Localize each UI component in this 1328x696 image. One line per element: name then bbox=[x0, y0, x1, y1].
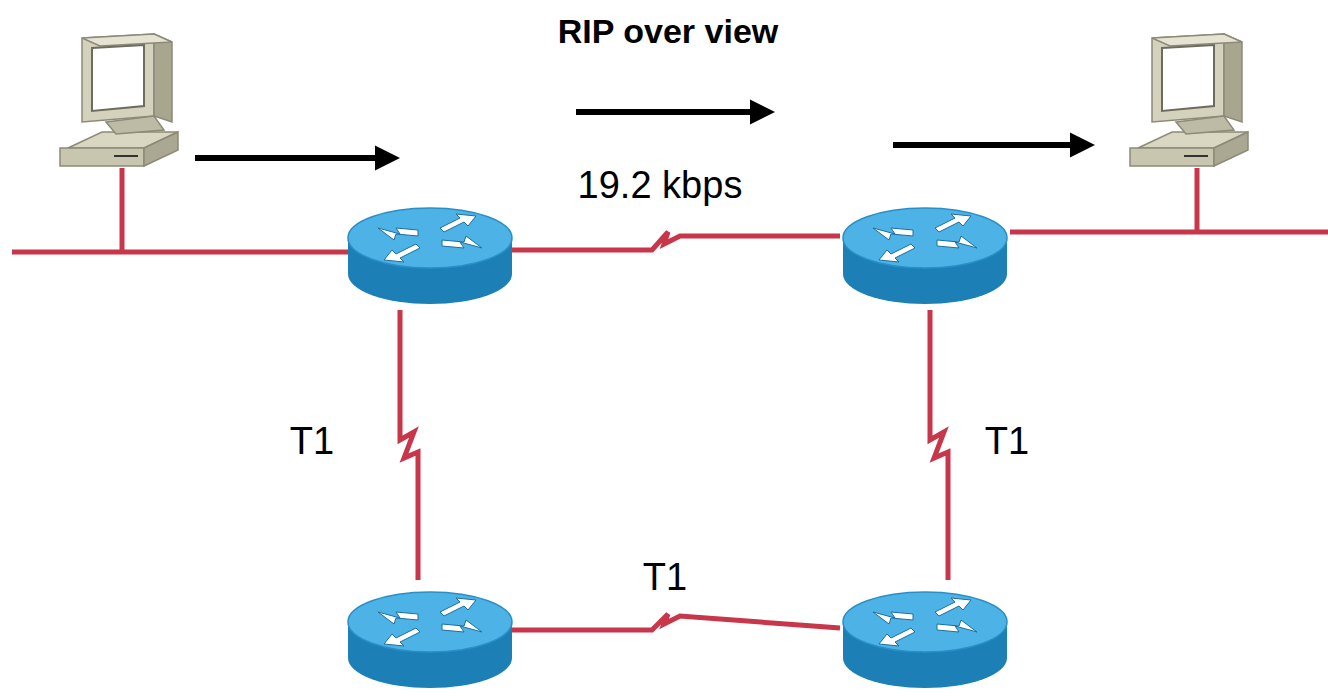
diagram-title: RIP over view bbox=[558, 13, 779, 50]
router-symbol bbox=[843, 592, 1007, 688]
flow-arrows bbox=[195, 112, 1075, 158]
router-symbol bbox=[348, 208, 512, 304]
router-symbol bbox=[843, 208, 1007, 304]
link-label: T1 bbox=[290, 421, 334, 463]
network-links bbox=[12, 168, 1328, 630]
link-speed: 19.2 kbps bbox=[578, 165, 743, 207]
link-label: T1 bbox=[643, 557, 687, 599]
router-symbol bbox=[348, 592, 512, 688]
link-label: T1 bbox=[985, 421, 1029, 463]
computer-icon bbox=[60, 34, 178, 166]
computer-icon bbox=[1130, 34, 1248, 166]
